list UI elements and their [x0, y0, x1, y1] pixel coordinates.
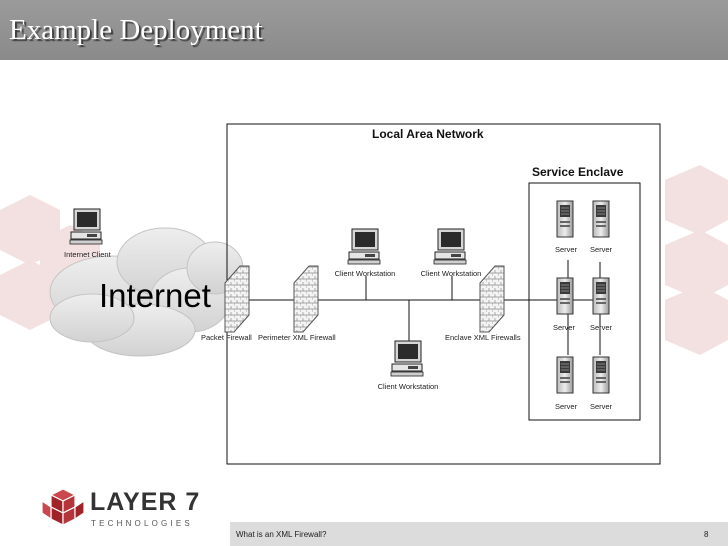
perimeter-xml-firewall — [293, 265, 319, 333]
server-label: Server — [589, 402, 613, 411]
slide-title: Example Deployment — [9, 14, 263, 46]
logo-wordmark: LAYER 7 — [90, 488, 201, 516]
internet-cloud — [49, 227, 244, 357]
server-label: Server — [554, 402, 578, 411]
server-label: Server — [554, 245, 578, 254]
server-label: Server — [589, 245, 613, 254]
logo-tagline: TECHNOLOGIES — [91, 519, 193, 528]
client-workstation-label: Client Workstation — [420, 269, 482, 278]
client-workstation-computer — [433, 228, 467, 265]
server — [592, 200, 610, 238]
footer-title: What is an XML Firewall? — [236, 530, 327, 539]
footer-bar — [230, 522, 728, 546]
client-workstation-computer — [390, 340, 424, 377]
title-bar — [0, 0, 728, 60]
server — [556, 277, 574, 315]
page-number: 8 — [704, 530, 709, 539]
internet-client-label: Internet Client — [64, 250, 111, 259]
server — [556, 200, 574, 238]
client-workstation-label: Client Workstation — [334, 269, 396, 278]
internet-client-computer — [69, 208, 103, 245]
client-workstation-computer — [347, 228, 381, 265]
server-label: Server — [552, 323, 576, 332]
server — [592, 356, 610, 394]
server — [556, 356, 574, 394]
internet-label: Internet — [99, 277, 211, 314]
packet-firewall — [224, 265, 250, 333]
packet-firewall-label: Packet Firewall — [201, 333, 252, 342]
service-enclave-box — [528, 182, 641, 421]
server — [592, 277, 610, 315]
service-enclave-label: Service Enclave — [532, 165, 624, 179]
enclave-xml-firewall — [479, 265, 505, 333]
layer7-logo-icon — [41, 488, 85, 526]
server-label: Server — [589, 323, 613, 332]
perimeter-firewall-label: Perimeter XML Firewall — [258, 333, 336, 342]
enclave-firewalls-label: Enclave XML Firewalls — [445, 333, 521, 342]
lan-label: Local Area Network — [372, 127, 484, 141]
client-workstation-label: Client Workstation — [377, 382, 439, 391]
